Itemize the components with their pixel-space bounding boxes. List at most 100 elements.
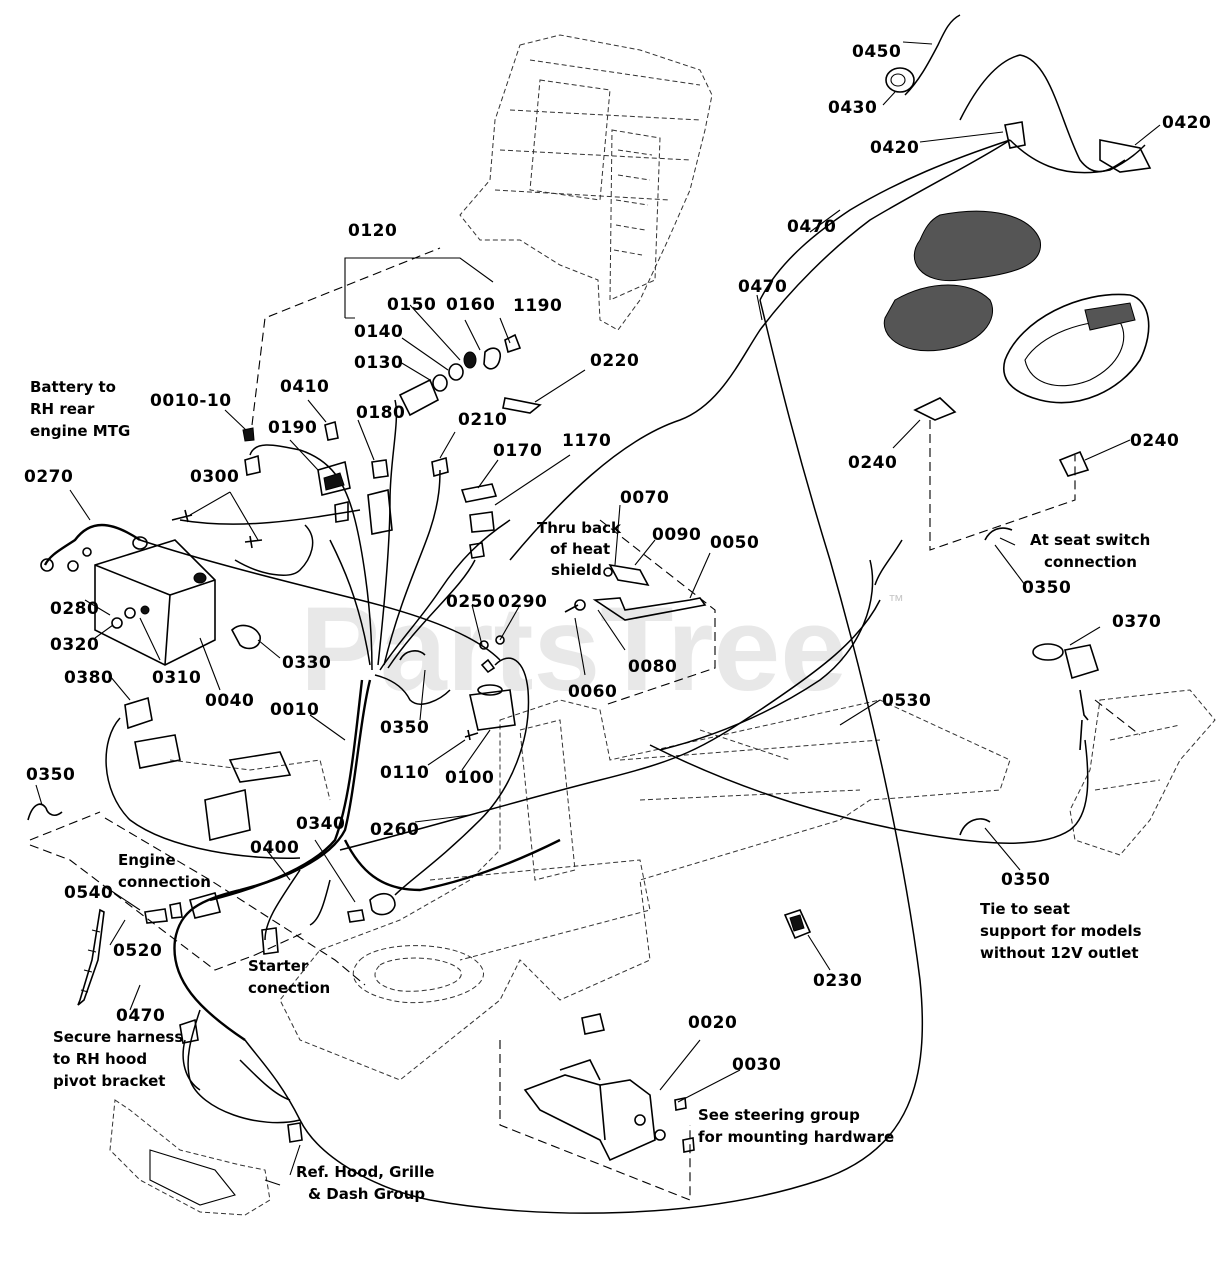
part-0240-brackets xyxy=(913,397,1090,477)
note-battery-line-2: RH rear xyxy=(30,400,95,418)
annotation-notes: Battery to RH rear engine MTG Thru back … xyxy=(30,378,1150,1203)
part-0540-tie xyxy=(77,908,105,1006)
label-0520: 0520 xyxy=(113,941,162,961)
label-0190: 0190 xyxy=(268,418,317,438)
hood-bracket-ghost xyxy=(109,1099,271,1216)
leader-lines xyxy=(35,41,1161,1186)
note-battery-line-1: Battery to xyxy=(30,378,116,396)
label-1190: 1190 xyxy=(513,296,562,316)
label-0180: 0180 xyxy=(356,403,405,423)
label-0130: 0130 xyxy=(354,353,403,373)
ignition-switch-assembly xyxy=(398,333,522,417)
watermark-trademark: ™ xyxy=(888,593,904,610)
label-0070: 0070 xyxy=(620,488,669,508)
label-0350: 0350 xyxy=(26,765,75,785)
part-0420-switch-upper xyxy=(1004,121,1152,173)
label-1170: 1170 xyxy=(562,431,611,451)
watermark: PartsTree ™ xyxy=(300,582,904,716)
label-0380: 0380 xyxy=(64,668,113,688)
heat-shield-bracket xyxy=(564,563,707,621)
label-0220: 0220 xyxy=(590,351,639,371)
label-0160: 0160 xyxy=(446,295,495,315)
label-0010-10: 0010-10 xyxy=(150,391,232,411)
part-0230-connector xyxy=(783,909,812,940)
label-0540: 0540 xyxy=(64,883,113,903)
note-battery-line-3: engine MTG xyxy=(30,422,130,440)
label-0370: 0370 xyxy=(1112,612,1161,632)
note-seat-switch-line-1: At seat switch xyxy=(1030,531,1150,549)
label-0530: 0530 xyxy=(882,691,931,711)
steering-bracket xyxy=(523,1013,695,1162)
connectors-lower xyxy=(144,892,396,1143)
label-0470: 0470 xyxy=(738,277,787,297)
label-0330: 0330 xyxy=(282,653,331,673)
label-0430: 0430 xyxy=(828,98,877,118)
label-0350: 0350 xyxy=(1022,578,1071,598)
label-0230: 0230 xyxy=(813,971,862,991)
label-0450: 0450 xyxy=(852,42,901,62)
switch-cluster xyxy=(242,397,542,559)
label-0140: 0140 xyxy=(354,322,403,342)
note-tie-seat-line-3: without 12V outlet xyxy=(980,944,1139,962)
label-0420: 0420 xyxy=(1162,113,1211,133)
label-0060: 0060 xyxy=(568,682,617,702)
note-seat-switch-line-2: connection xyxy=(1044,553,1137,571)
label-0240: 0240 xyxy=(848,453,897,473)
note-hood-line-1: Ref. Hood, Grille xyxy=(296,1163,434,1181)
label-0270: 0270 xyxy=(24,467,73,487)
assembly-lines xyxy=(29,247,1141,1201)
seat-cushion xyxy=(883,210,1042,352)
label-0410: 0410 xyxy=(280,377,329,397)
rh-pivot-ghost xyxy=(1069,689,1216,856)
label-0340: 0340 xyxy=(296,814,345,834)
label-0210: 0210 xyxy=(458,410,507,430)
note-secure-line-2: to RH hood xyxy=(53,1050,147,1068)
label-0280: 0280 xyxy=(50,599,99,619)
note-heat-shield-line-1: Thru back xyxy=(537,519,622,537)
note-engine-line-1: Engine xyxy=(118,851,176,869)
battery xyxy=(94,536,216,666)
label-0110: 0110 xyxy=(380,763,429,783)
label-0320: 0320 xyxy=(50,635,99,655)
note-heat-shield-line-3: shield xyxy=(551,561,602,579)
note-hood-line-2: & Dash Group xyxy=(308,1185,425,1203)
note-engine-line-2: connection xyxy=(118,873,211,891)
watermark-text: PartsTree xyxy=(300,582,847,716)
part-0370-outlet xyxy=(1032,643,1100,751)
label-0310: 0310 xyxy=(152,668,201,688)
note-starter-line-2: conection xyxy=(248,979,330,997)
dash-tower-ghost xyxy=(459,34,713,331)
label-0090: 0090 xyxy=(652,525,701,545)
label-0470: 0470 xyxy=(787,217,836,237)
note-steering-line-1: See steering group xyxy=(698,1106,860,1124)
label-0250: 0250 xyxy=(446,592,495,612)
label-0030: 0030 xyxy=(732,1055,781,1075)
bracket-0380 xyxy=(124,696,331,841)
note-tie-seat-line-1: Tie to seat xyxy=(980,900,1070,918)
label-0020: 0020 xyxy=(688,1013,737,1033)
note-steering-line-2: for mounting hardware xyxy=(698,1128,894,1146)
label-0420: 0420 xyxy=(870,138,919,158)
note-heat-shield-line-2: of heat xyxy=(550,540,610,558)
label-0010: 0010 xyxy=(270,700,319,720)
label-0240: 0240 xyxy=(1130,431,1179,451)
label-0050: 0050 xyxy=(710,533,759,553)
label-0080: 0080 xyxy=(628,657,677,677)
frame-ghost xyxy=(279,699,1011,1081)
seat-switch-pad xyxy=(1003,293,1150,404)
label-0120: 0120 xyxy=(348,221,397,241)
note-secure-line-3: pivot bracket xyxy=(53,1072,165,1090)
main-harness-wires xyxy=(43,14,1146,1214)
label-0150: 0150 xyxy=(387,295,436,315)
label-0350: 0350 xyxy=(1001,870,1050,890)
battery-hardware xyxy=(40,509,263,650)
note-tie-seat-line-2: support for models xyxy=(980,922,1142,940)
label-0100: 0100 xyxy=(445,768,494,788)
label-0260: 0260 xyxy=(370,820,419,840)
label-0170: 0170 xyxy=(493,441,542,461)
label-0400: 0400 xyxy=(250,838,299,858)
solenoid xyxy=(464,635,516,741)
part-labels: 0450 0430 0420 0420 0470 0470 0120 0150 … xyxy=(24,42,1211,1075)
note-starter-line-1: Starter xyxy=(248,957,309,975)
